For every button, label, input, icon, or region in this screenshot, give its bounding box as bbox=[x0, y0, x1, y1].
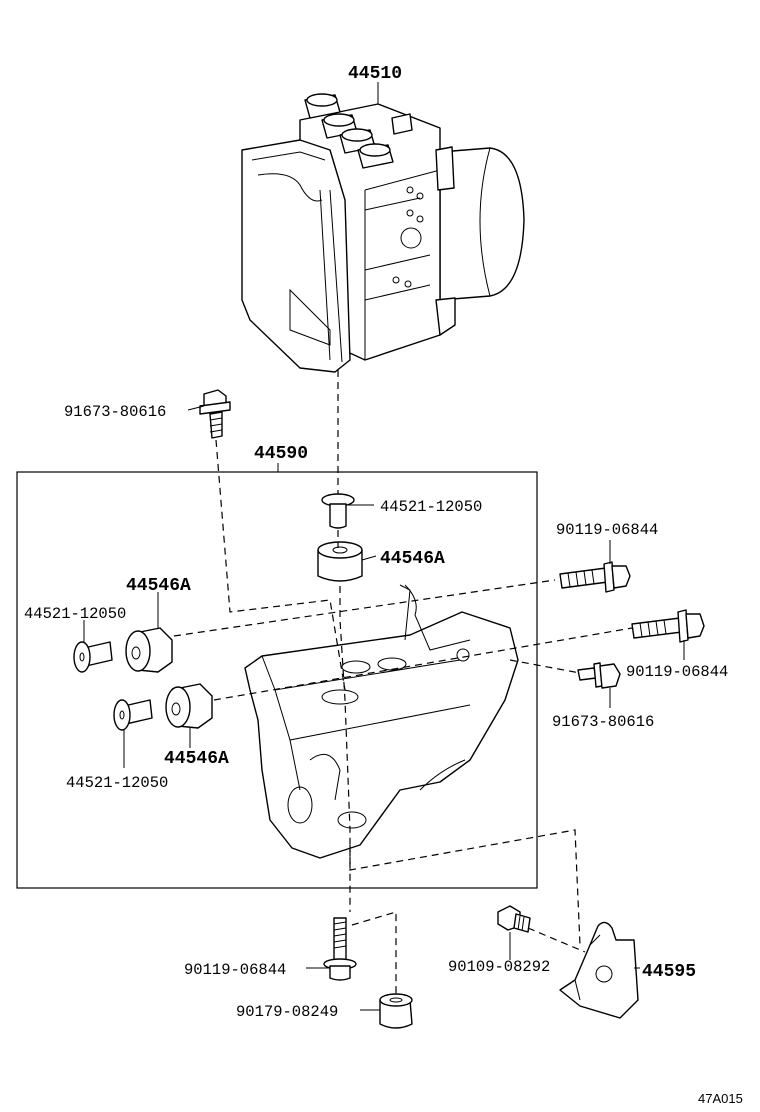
label-bolt-upper-left: 91673-80616 bbox=[64, 403, 166, 421]
collar-lower[interactable] bbox=[113, 699, 153, 731]
label-collar-top: 44521-12050 bbox=[380, 498, 482, 516]
collar-left[interactable] bbox=[73, 641, 113, 673]
label-bolt-small-bracket: 90109-08292 bbox=[448, 958, 550, 976]
leader-lines bbox=[83, 82, 685, 1011]
collar-top[interactable] bbox=[321, 493, 355, 529]
label-nut-bottom: 90179-08249 bbox=[236, 1003, 338, 1021]
brake-line-port-icon bbox=[304, 93, 341, 119]
bracket-assembly-frame bbox=[16, 471, 538, 889]
label-bolt-bottom: 90119-06844 bbox=[184, 961, 286, 979]
brake-line-port-icon bbox=[357, 143, 394, 169]
label-actuator-assy: 44510 bbox=[348, 64, 402, 84]
actuator-bracket[interactable] bbox=[244, 584, 519, 859]
bolt-small-bracket[interactable] bbox=[497, 905, 531, 933]
label-bracket-assy: 44590 bbox=[254, 444, 308, 464]
label-small-bracket: 44595 bbox=[642, 962, 696, 982]
small-bracket[interactable] bbox=[559, 921, 639, 1019]
nut-bottom[interactable] bbox=[379, 993, 413, 1029]
bolt-bottom[interactable] bbox=[323, 917, 357, 981]
bolt-right-mid[interactable] bbox=[631, 609, 705, 643]
flange-bolt-upper-left[interactable] bbox=[199, 389, 231, 439]
label-collar-lower: 44521-12050 bbox=[66, 774, 168, 792]
cushion-lower[interactable] bbox=[165, 683, 213, 729]
label-bolt-right-upper: 90119-06844 bbox=[556, 521, 658, 539]
cushion-left[interactable] bbox=[125, 627, 173, 673]
cushion-top[interactable] bbox=[317, 541, 363, 582]
label-bolt-right-lower: 91673-80616 bbox=[552, 713, 654, 731]
label-collar-left: 44521-12050 bbox=[24, 605, 126, 623]
bolt-right-upper[interactable] bbox=[559, 561, 631, 593]
illustration-ref-code: 47A015 bbox=[698, 1091, 743, 1106]
label-cushion-lower: 44546A bbox=[164, 749, 229, 769]
label-cushion-left: 44546A bbox=[126, 576, 191, 596]
label-bolt-right-mid: 90119-06844 bbox=[626, 663, 728, 681]
bolt-right-lower[interactable] bbox=[577, 662, 621, 689]
assembly-lines bbox=[173, 370, 633, 998]
abs-actuator-assembly[interactable] bbox=[241, 93, 525, 373]
label-cushion-top: 44546A bbox=[380, 549, 445, 569]
